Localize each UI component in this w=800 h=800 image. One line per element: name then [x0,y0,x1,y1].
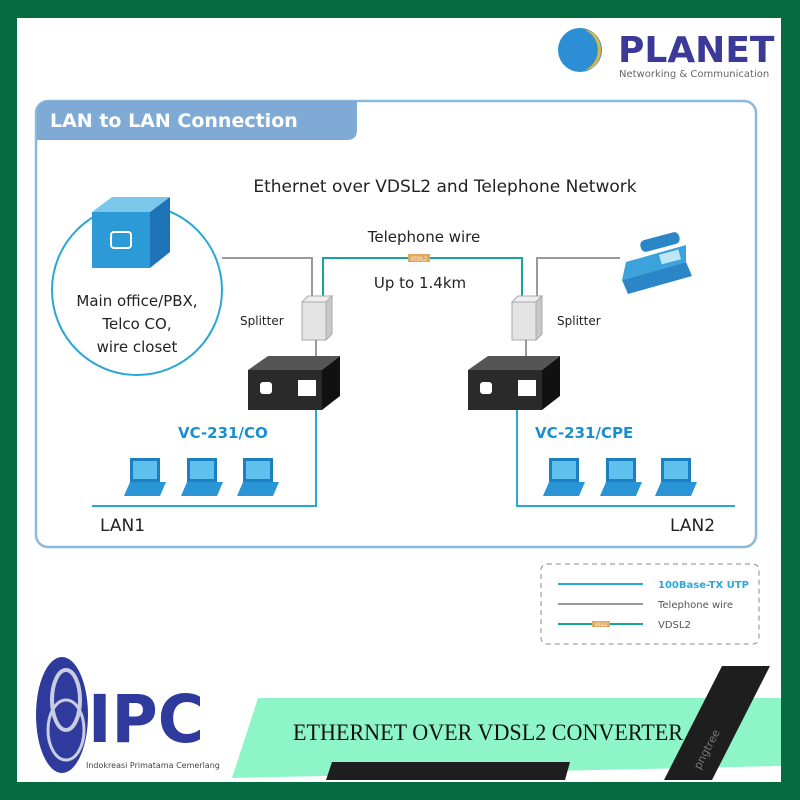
lan2-label: LAN2 [670,516,715,536]
splitter-right-icon [510,294,544,342]
main-panel [34,99,758,549]
banner-title: ETHERNET OVER VDSL2 CONVERTER [293,720,684,745]
ipc-logo-subtitle: Indokreasi Primatama Cemerlang [86,761,220,770]
device-co-label: VC-231/CO [178,424,268,442]
frame-bottom [0,782,800,800]
telephone-wire-right [536,257,620,300]
laptop-icon [600,458,642,496]
laptop-icon [655,458,697,496]
laptop-icon [543,458,585,496]
vdsl2-badge [408,254,430,262]
lan2-utp-line [516,410,735,507]
distance-label: Up to 1.4km [374,274,466,292]
frame-top [0,0,800,18]
converter-co-icon [248,356,340,410]
vdsl2-badge-text: VDSL2 [411,257,427,263]
panel-title: LAN to LAN Connection [50,110,298,132]
laptop-icon [124,458,166,496]
panel-title-tab [37,101,357,140]
telephone-wire-left [222,257,313,300]
converter-cpe-icon [468,356,560,410]
ipc-logo-text: IPC [88,681,204,758]
frame-left [0,0,17,800]
banner-slash-decoration [664,666,770,780]
planet-globe-icon [558,28,602,72]
legend-vdsl2-label: VDSL2 [658,620,691,631]
banner-underline-bar [326,762,570,780]
planet-brand: PLANET [618,30,775,71]
laptop-icon [181,458,223,496]
splitter-left-icon [300,294,334,342]
site-label-line-2: Telco CO, [101,315,171,333]
device-cpe-label: VC-231/CPE [535,424,633,442]
ipc-logo: IPC Indokreasi Primatama Cemerlang [36,657,220,773]
site-label-line-1: Main office/PBX, [76,292,197,310]
telephone-icon [622,232,692,294]
legend-utp-label: 100Base-TX UTP [658,580,749,591]
splitter-left-label: Splitter [240,314,284,328]
title-banner [232,698,782,778]
planet-tagline: Networking & Communication [619,69,769,80]
telephone-wire-label: Telephone wire [367,228,480,246]
site-label-line-3: wire closet [97,338,178,356]
lan1-utp-line [92,410,317,507]
frame-right [781,0,800,800]
planet-logo: PLANET Networking & Communication [558,28,775,80]
legend-vdsl2-badge: VDSL2 [594,622,608,627]
splitter-right-label: Splitter [557,314,601,328]
lan1-label: LAN1 [100,516,145,536]
laptop-icon [237,458,279,496]
pbx-cube-icon [92,197,170,268]
diagram-heading: Ethernet over VDSL2 and Telephone Networ… [253,177,636,197]
legend-telephone-label: Telephone wire [657,600,733,611]
